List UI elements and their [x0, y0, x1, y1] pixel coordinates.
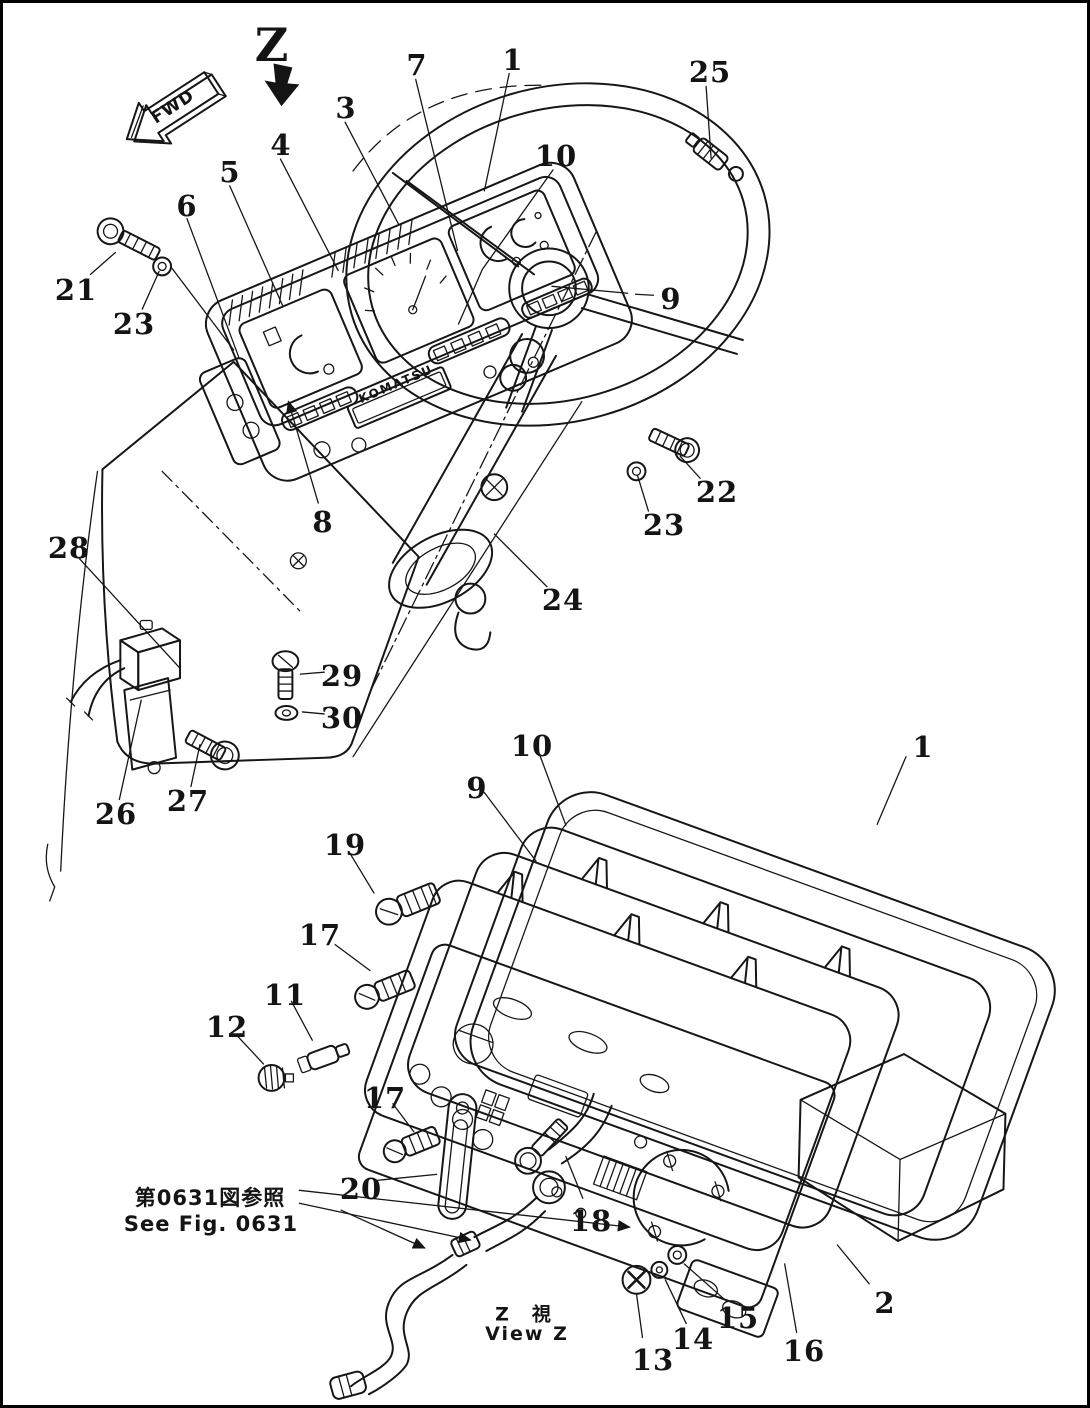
- instrument-cluster: [198, 161, 633, 482]
- bracket-26: [123, 677, 178, 775]
- washer-14: [650, 1260, 669, 1279]
- screw-19: [375, 882, 441, 926]
- bolt-21: [96, 217, 161, 261]
- screw-17b: [382, 1126, 441, 1164]
- socket-12: [257, 1064, 295, 1092]
- washer-15: [667, 1245, 688, 1265]
- nut-13: [621, 1264, 652, 1295]
- steering-column: [352, 229, 598, 758]
- bulb-11: [296, 1043, 351, 1074]
- wire-harness: [329, 1092, 613, 1400]
- connector-block: [592, 1155, 648, 1201]
- washer-30: [274, 704, 299, 721]
- view-z-arrow-icon: [264, 63, 300, 107]
- screw-17a: [354, 969, 416, 1010]
- washer-23a: [152, 256, 173, 277]
- dash-cover-panel: [45, 360, 420, 902]
- fwd-plate: [125, 71, 227, 145]
- screw-29: [271, 650, 300, 701]
- diagram-line-art: [45, 63, 1056, 1400]
- steering-wheel: [345, 82, 771, 427]
- bolt-22: [648, 427, 701, 464]
- leader-lines: [78, 72, 907, 1339]
- bolt-18: [514, 1118, 569, 1175]
- strap-20: [437, 1093, 478, 1220]
- washer-23b: [626, 461, 647, 482]
- panel-assembly-view-z: [357, 791, 1056, 1338]
- meter-sub-housing-2: [797, 1053, 1007, 1243]
- bolt-27: [184, 729, 240, 771]
- relay-28: [66, 619, 182, 721]
